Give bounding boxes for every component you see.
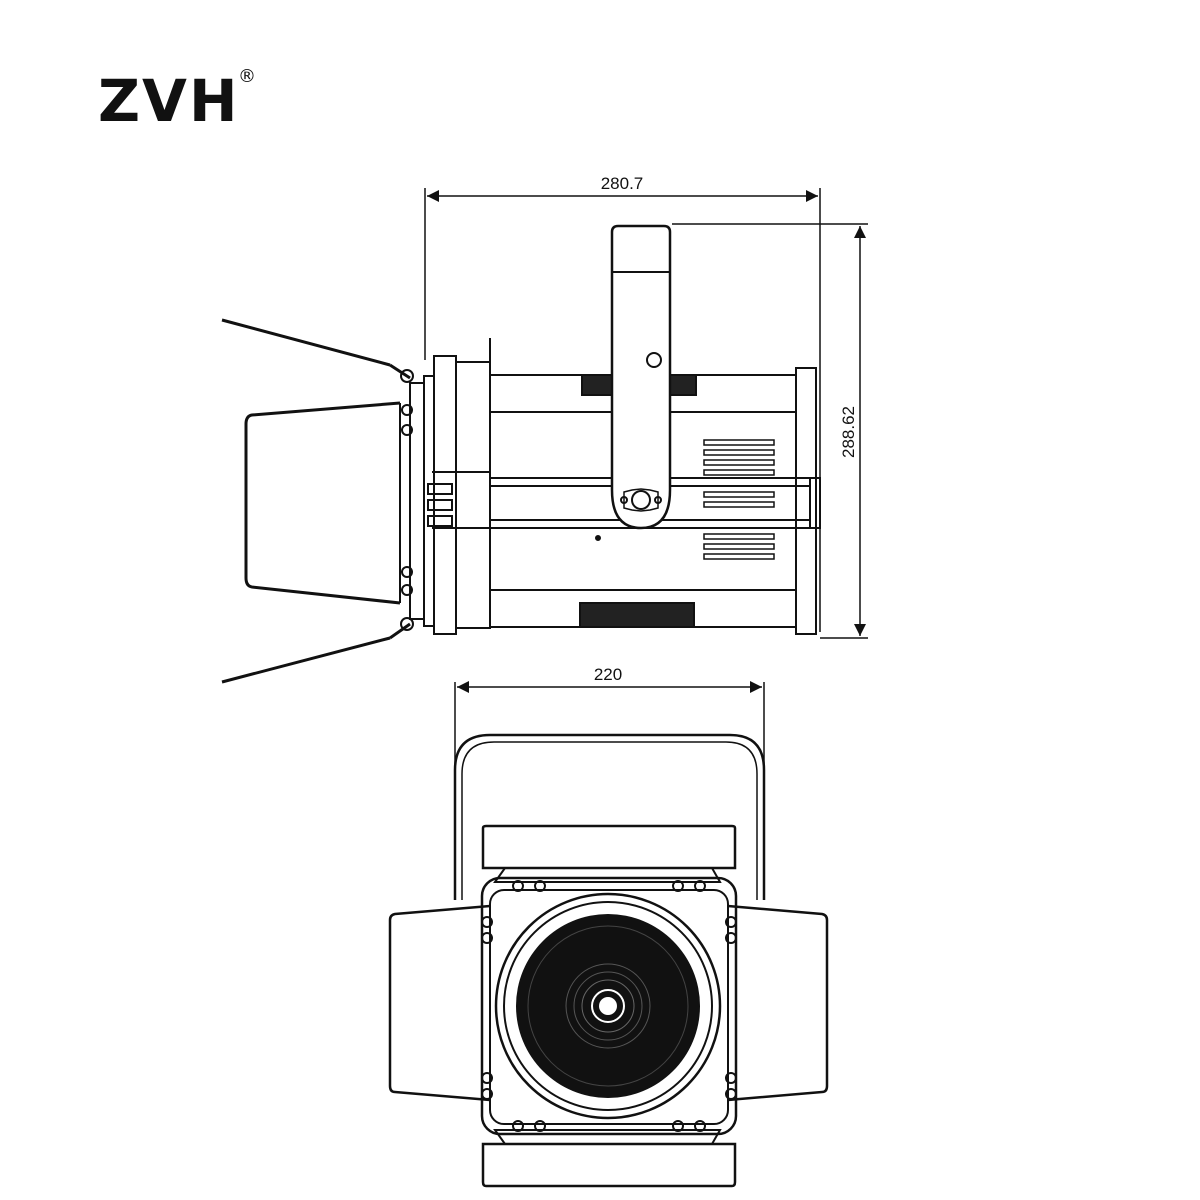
dimension-label-front-width: 220 xyxy=(594,665,622,684)
front-yoke xyxy=(453,733,766,900)
side-vents xyxy=(703,439,775,560)
dimension-side-width: 280.7 xyxy=(424,174,821,632)
registered-mark: ® xyxy=(238,66,256,87)
side-barn-doors xyxy=(221,318,411,684)
side-front-frame xyxy=(400,338,491,635)
dimension-front-width: 220 xyxy=(454,665,765,900)
yoke-knob-icon xyxy=(620,488,662,512)
dimension-label-side-width: 280.7 xyxy=(601,174,644,193)
dimension-side-height: 288.62 xyxy=(672,223,868,639)
front-lens xyxy=(494,892,722,1120)
brand-logo: ZVH xyxy=(98,67,240,135)
side-yoke xyxy=(610,224,672,530)
front-barn-doors xyxy=(388,824,829,1188)
dimension-label-side-height: 288.62 xyxy=(839,406,858,458)
front-housing xyxy=(480,876,738,1136)
